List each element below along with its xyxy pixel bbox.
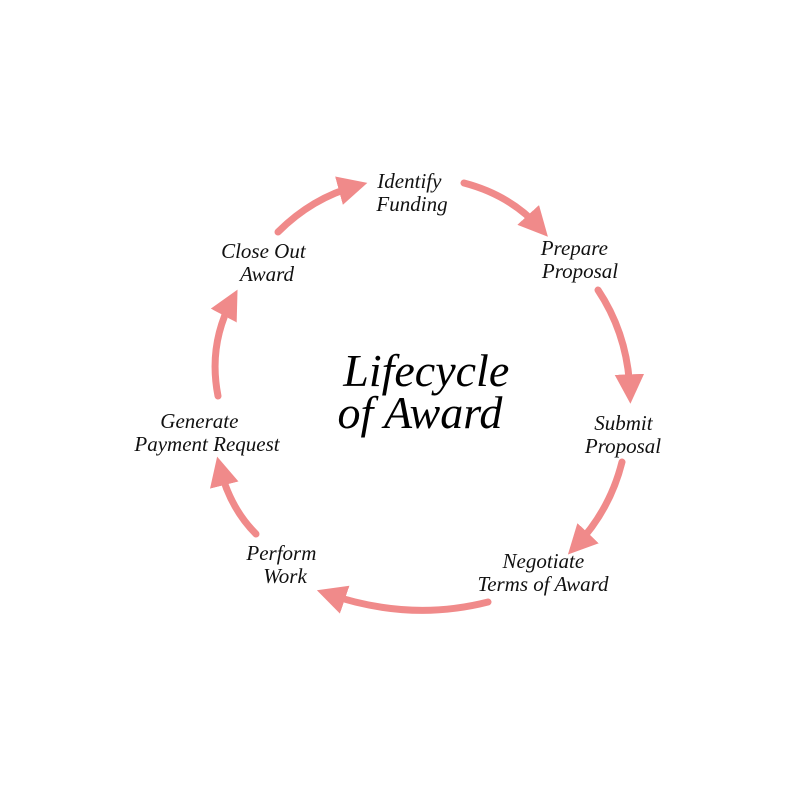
step-label-line-1: Identify	[376, 169, 442, 193]
title-line-1: Lifecycle	[342, 345, 509, 396]
arrow-submit-to-negotiate	[567, 458, 626, 555]
step-perform-work: Perform Work	[245, 541, 321, 588]
step-label-line-2: Work	[263, 564, 307, 588]
step-label-line-2: Payment Request	[133, 432, 280, 456]
arrow-identify-to-prepare	[460, 179, 548, 237]
diagram-title: Lifecycle of Award	[338, 345, 521, 438]
step-label-line-1: Close Out	[221, 239, 307, 263]
arrow-closeout-to-identify	[274, 176, 368, 236]
arrow-negotiate-to-perform	[316, 585, 492, 614]
step-label-line-1: Generate	[160, 409, 238, 433]
step-generate-payment-request: Generate Payment Request	[133, 409, 280, 456]
arrow-prepare-to-submit	[594, 286, 645, 404]
step-label-line-2: Proposal	[541, 259, 618, 283]
step-identify-funding: Identify Funding	[375, 169, 447, 216]
arrow-generate-to-closeout	[210, 289, 238, 400]
step-negotiate-terms: Negotiate Terms of Award	[477, 549, 609, 596]
step-label-line-2: Terms of Award	[477, 572, 609, 596]
step-label-line-2: Award	[238, 262, 295, 286]
arrow-perform-to-generate	[210, 456, 260, 538]
step-close-out-award: Close Out Award	[221, 239, 311, 286]
step-label-line-1: Prepare	[540, 236, 608, 260]
step-submit-proposal: Submit Proposal	[584, 411, 661, 458]
step-label-line-1: Negotiate	[502, 549, 585, 573]
title-line-2: of Award	[338, 387, 504, 438]
step-prepare-proposal: Prepare Proposal	[540, 236, 619, 283]
step-label-line-1: Submit	[594, 411, 654, 435]
step-label-line-1: Perform	[245, 541, 316, 565]
step-label-line-2: Proposal	[584, 434, 661, 458]
step-label-line-2: Funding	[375, 192, 447, 216]
cycle-arrows	[210, 176, 645, 614]
